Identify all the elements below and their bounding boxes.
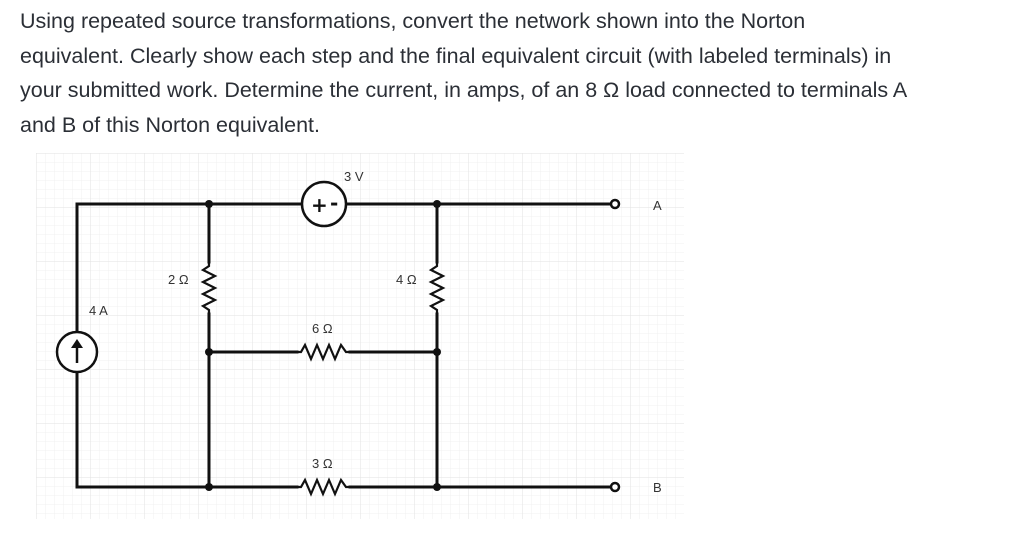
arrow-up-icon xyxy=(71,339,83,363)
voltage-plus-sign: + xyxy=(311,193,328,217)
voltage-source-label: 3 V xyxy=(344,169,364,184)
question-line-1: Using repeated source transformations, c… xyxy=(20,9,806,33)
question-line-2: equivalent. Clearly show each step and t… xyxy=(20,43,892,68)
terminal-a: A xyxy=(609,198,662,213)
resistor-3-ohm-label: 3 Ω xyxy=(312,456,333,471)
voltage-minus-sign: - xyxy=(330,191,338,215)
question-text: Using repeated source transformations, c… xyxy=(20,4,1005,142)
resistor-4-ohm: 4 Ω xyxy=(396,262,446,314)
resistor-2-ohm: 2 Ω xyxy=(168,262,218,314)
voltage-source-3v: + - 3 V xyxy=(300,169,364,228)
junction-dots xyxy=(205,200,441,491)
resistor-2-ohm-label: 2 Ω xyxy=(168,272,189,287)
wires xyxy=(75,202,613,489)
question-line-4: and B of this Norton equivalent. xyxy=(20,112,320,137)
resistor-6-ohm-label: 6 Ω xyxy=(312,321,333,336)
resistor-6-ohm: 6 Ω xyxy=(297,321,350,362)
terminal-a-label: A xyxy=(653,198,662,213)
current-source-4a: 4 A xyxy=(55,303,108,374)
grid-background xyxy=(36,153,684,519)
terminal-b: B xyxy=(609,480,662,495)
terminal-b-label: B xyxy=(653,480,662,495)
resistor-4-ohm-label: 4 Ω xyxy=(396,272,417,287)
question-line-3: your submitted work. Determine the curre… xyxy=(20,78,908,102)
current-source-label: 4 A xyxy=(89,303,108,318)
resistor-3-ohm: 3 Ω xyxy=(297,456,350,497)
